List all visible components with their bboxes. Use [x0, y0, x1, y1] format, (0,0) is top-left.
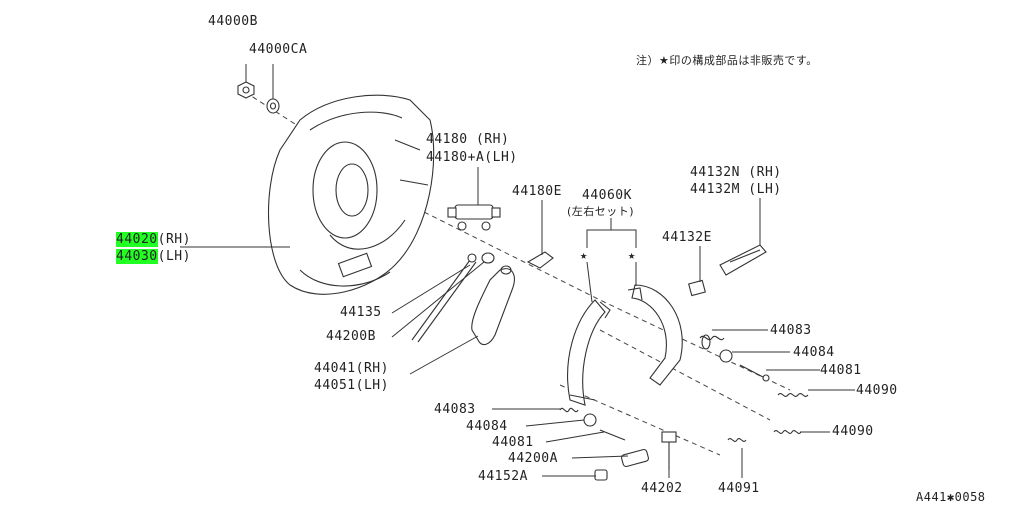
pin-44081-lower [599, 429, 626, 441]
spring-44091 [727, 438, 747, 442]
label-44083-lower: 44083 [434, 402, 476, 417]
washer-44000ca [266, 98, 280, 114]
label-44081-lower: 44081 [492, 435, 534, 450]
cup-44084-lower [583, 413, 597, 427]
label-44132n: 44132N (RH) [690, 165, 782, 180]
star-marker-right: ★ [628, 248, 636, 262]
leader-44200b [391, 261, 485, 338]
brake-shoe-right [627, 284, 683, 386]
note-text: 注）★印の構成部品は非販売です。 [636, 54, 818, 67]
label-44051: 44051(LH) [314, 378, 389, 393]
label-44152a: 44152A [478, 469, 528, 484]
label-44020-side: (RH) [157, 232, 191, 247]
spring-44083-upper [699, 334, 725, 350]
label-44202: 44202 [641, 481, 683, 496]
leader-44084-lower [525, 419, 585, 427]
shim-44132e [688, 279, 706, 297]
label-44180: 44180 (RH) [426, 132, 510, 147]
nut-44152a [594, 469, 608, 481]
leader-44135 [391, 264, 471, 314]
adjuster-44132n [719, 244, 767, 276]
label-44135: 44135 [340, 305, 382, 320]
axis-dash-4 [599, 329, 771, 421]
rod-44135 [411, 253, 477, 343]
label-44000b: 44000B [208, 14, 258, 29]
leader-44081-lower [545, 431, 605, 443]
label-44132e: 44132E [662, 230, 712, 245]
label-44000ca: 44000CA [249, 42, 308, 57]
label-44090-upper: 44090 [856, 383, 898, 398]
spring-44090-upper [777, 393, 809, 397]
back-plate [268, 94, 435, 295]
label-44041: 44041(RH) [314, 361, 389, 376]
label-44083-upper: 44083 [770, 323, 812, 338]
label-44060k-sub: (左右セット) [567, 205, 635, 218]
pin-44081-upper [739, 364, 770, 382]
clip-44180e [526, 251, 554, 269]
label-44020: 44020(RH) [116, 232, 191, 247]
brake-shoe-left [567, 299, 611, 406]
kit-bracket [586, 218, 637, 303]
label-44180e: 44180E [512, 184, 562, 199]
label-44084-lower: 44084 [466, 419, 508, 434]
highlight-44020: 44020 [116, 232, 158, 247]
highlight-44030: 44030 [116, 249, 158, 264]
label-44081-upper: 44081 [820, 363, 862, 378]
wheel-cylinder-44180 [447, 204, 501, 231]
washer-44200b [481, 252, 495, 264]
label-44200b: 44200B [326, 329, 376, 344]
axis-dash-3 [559, 384, 721, 456]
label-44060k: 44060K [582, 188, 632, 203]
label-44090-lower: 44090 [832, 424, 874, 439]
label-44091: 44091 [718, 481, 760, 496]
adjuster-44200a [621, 448, 649, 468]
spring-44083-lower [559, 407, 579, 413]
star-marker-left: ★ [580, 248, 588, 262]
leader-44041 [409, 335, 479, 375]
nut-44000b [237, 81, 255, 99]
lever-44041 [471, 265, 515, 346]
label-44030-side: (LH) [157, 249, 191, 264]
cup-44084-upper [719, 349, 733, 363]
bolt-44202 [661, 431, 677, 470]
spring-44090-lower [773, 430, 802, 434]
label-44180a: 44180+A(LH) [426, 150, 518, 165]
label-44030: 44030(LH) [116, 249, 191, 264]
catalog-ref: A441✱0058 [916, 490, 986, 504]
leader-44200a [571, 455, 629, 459]
label-44084-upper: 44084 [793, 345, 835, 360]
label-44200a: 44200A [508, 451, 558, 466]
label-44132m: 44132M (LH) [690, 182, 782, 197]
